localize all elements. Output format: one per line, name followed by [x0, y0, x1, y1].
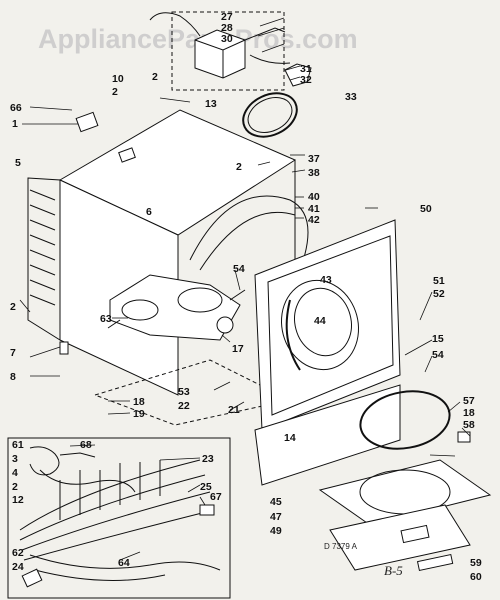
- leader-lines: [19, 17, 471, 561]
- label-42: 42: [308, 214, 320, 226]
- label-62: 62: [12, 547, 24, 559]
- label-2-mid: 2: [236, 161, 242, 173]
- label-10: 10: [112, 73, 124, 85]
- cabinet-shell: [27, 109, 309, 396]
- label-32: 32: [300, 74, 312, 86]
- label-27: 27: [221, 11, 233, 23]
- wiring-harness-detail: [7, 437, 231, 599]
- label-40: 40: [308, 191, 320, 203]
- label-54-right: 54: [432, 349, 444, 361]
- label-43: 43: [320, 274, 332, 286]
- label-8: 8: [10, 371, 16, 383]
- drum-seal-ring: [242, 92, 298, 138]
- label-45: 45: [270, 496, 282, 508]
- label-37: 37: [308, 153, 320, 165]
- label-59: 59: [470, 557, 482, 569]
- label-2-harness: 2: [12, 481, 18, 493]
- label-6: 6: [146, 206, 152, 218]
- label-13: 13: [205, 98, 217, 110]
- label-18-right: 18: [463, 407, 475, 419]
- label-23: 23: [202, 453, 214, 465]
- door-assembly: [254, 384, 492, 572]
- harness-wires: [19, 459, 221, 581]
- label-2-left: 2: [10, 301, 16, 313]
- label-33: 33: [345, 91, 357, 103]
- label-15: 15: [432, 333, 444, 345]
- diagram-code: D 7379 A: [324, 542, 358, 551]
- label-68: 68: [80, 439, 92, 451]
- label-47: 47: [270, 511, 282, 523]
- top-detail-assembly: [149, 11, 312, 91]
- label-24: 24: [12, 561, 24, 573]
- label-14: 14: [284, 432, 296, 444]
- label-31: 31: [300, 63, 312, 75]
- label-17: 17: [232, 343, 244, 355]
- front-panel: [254, 219, 401, 431]
- page-mark: B-5: [384, 563, 403, 578]
- base-outline: [93, 359, 292, 426]
- label-4: 4: [12, 467, 18, 479]
- label-25: 25: [200, 481, 212, 493]
- label-50: 50: [420, 203, 432, 215]
- label-7: 7: [10, 347, 16, 359]
- label-28: 28: [221, 22, 233, 34]
- label-63: 63: [100, 313, 112, 325]
- label-61: 61: [12, 439, 24, 451]
- label-12: 12: [12, 494, 24, 506]
- label-2-top: 2: [152, 71, 158, 83]
- label-44: 44: [314, 315, 326, 327]
- label-66: 66: [10, 102, 22, 114]
- label-22: 22: [178, 400, 190, 412]
- label-53: 53: [178, 386, 190, 398]
- label-67: 67: [210, 491, 222, 503]
- label-60: 60: [470, 571, 482, 583]
- label-2-upper: 2: [112, 86, 118, 98]
- vent-slots: [29, 189, 56, 306]
- label-21: 21: [228, 404, 240, 416]
- label-54-upper: 54: [233, 263, 245, 275]
- label-49: 49: [270, 525, 282, 537]
- label-18: 18: [133, 396, 145, 408]
- label-64: 64: [118, 557, 130, 569]
- motor-blower-assembly: [107, 274, 246, 341]
- label-57: 57: [463, 395, 475, 407]
- label-58: 58: [463, 419, 475, 431]
- label-3: 3: [12, 453, 18, 465]
- label-51: 51: [433, 275, 445, 287]
- label-41: 41: [308, 203, 320, 215]
- label-30: 30: [221, 33, 233, 45]
- label-38: 38: [308, 167, 320, 179]
- label-1: 1: [12, 118, 18, 130]
- label-5: 5: [15, 157, 21, 169]
- part-number-labels: 27 28 30 31 32 33 10 2 2 13 66 1 5 2 37 …: [10, 11, 482, 583]
- label-52: 52: [433, 288, 445, 300]
- label-19: 19: [133, 408, 145, 420]
